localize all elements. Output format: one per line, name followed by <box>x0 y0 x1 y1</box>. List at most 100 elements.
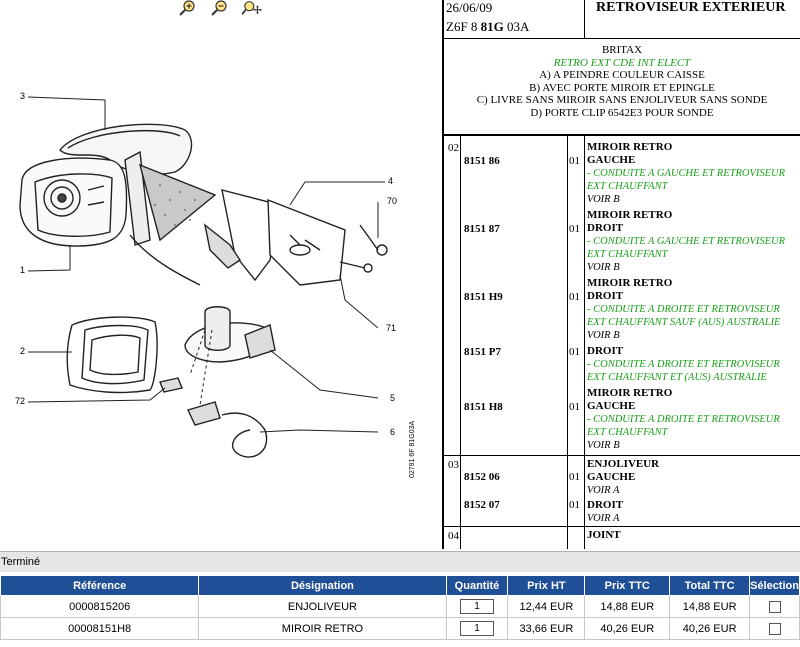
part-condition: - CONDUITE A GAUCHE ET RETROVISEUR <box>587 168 786 179</box>
part-name: JOINT <box>587 529 621 541</box>
part-side: GAUCHE <box>587 471 636 483</box>
col-header-price-ttc[interactable]: Prix TTC <box>584 575 671 596</box>
select-checkbox[interactable] <box>768 622 781 635</box>
part-see-note: VOIR B <box>587 440 620 451</box>
pan-zoom-button[interactable] <box>242 0 262 16</box>
catalog-code-prefix: Z6F 8 <box>446 19 481 34</box>
header-rule <box>444 38 800 39</box>
supplier-block: BRITAX RETRO EXT CDE INT ELECT A) A PEIN… <box>444 44 800 119</box>
part-ref[interactable]: 8151 H8 <box>464 401 503 413</box>
cell-selection <box>749 617 800 640</box>
cell-total-ttc: 14,88 EUR <box>669 595 751 618</box>
supplier-name: BRITAX <box>601 44 643 56</box>
supplier-note: A) A PEINDRE COULEUR CAISSE <box>539 69 705 81</box>
quantity-input[interactable]: 1 <box>459 621 494 636</box>
part-qty: 01 <box>569 155 580 167</box>
callout-2: 2 <box>20 346 25 356</box>
callout-1: 1 <box>20 265 25 275</box>
part-qty: 01 <box>569 499 580 511</box>
catalog-code-suffix: 03A <box>503 19 530 34</box>
callout-6: 6 <box>390 427 395 437</box>
part-qty: 01 <box>569 346 580 358</box>
part-see-note: VOIR A <box>587 485 620 496</box>
cell-quantity: 1 <box>445 595 509 618</box>
part-see-note: VOIR B <box>587 194 620 205</box>
group-rule <box>444 455 800 456</box>
supplier-note: D) PORTE CLIP 6542E3 POUR SONDE <box>530 106 714 119</box>
part-ref[interactable]: 8151 P7 <box>464 346 501 358</box>
page-title: RETROVISEUR EXTERIEUR <box>596 0 786 15</box>
part-condition: EXT CHAUFFANT <box>587 249 668 260</box>
cell-total-ttc: 40,26 EUR <box>669 617 751 640</box>
cart-header-row: Référence Désignation Quantité Prix HT P… <box>0 575 800 596</box>
part-name: MIROIR RETRO <box>587 141 673 153</box>
part-see-note: VOIR A <box>587 513 620 524</box>
callout-4: 4 <box>388 176 393 186</box>
quantity-input[interactable]: 1 <box>459 599 494 614</box>
col-header-designation[interactable]: Désignation <box>198 575 447 596</box>
cell-reference: 00008151H8 <box>0 617 200 640</box>
part-qty: 01 <box>569 401 580 413</box>
header-separator <box>584 0 585 38</box>
part-name: MIROIR RETRO <box>587 387 673 399</box>
column-rule <box>567 136 568 549</box>
cell-selection <box>749 595 800 618</box>
part-side: DROIT <box>587 222 624 234</box>
cell-price-ht: 33,66 EUR <box>507 617 586 640</box>
supplier-note: C) LIVRE SANS MIROIR SANS ENJOLIVEUR SAN… <box>476 94 768 106</box>
part-side: GAUCHE <box>587 154 636 166</box>
zoom-out-button[interactable] <box>210 0 230 16</box>
part-ref[interactable]: 8151 86 <box>464 155 500 167</box>
part-condition: - CONDUITE A DROITE ET RETROVISEUR <box>587 414 780 425</box>
cell-designation: MIROIR RETRO <box>198 617 447 640</box>
part-see-note: VOIR B <box>587 262 620 273</box>
cart-table: Référence Désignation Quantité Prix HT P… <box>0 575 800 640</box>
group-number: 02 <box>448 142 459 154</box>
zoom-toolbar <box>178 0 262 16</box>
part-ref[interactable]: 8151 87 <box>464 223 500 235</box>
part-condition: EXT CHAUFFANT SAUF (AUS) AUSTRALIE <box>587 317 781 328</box>
part-condition: - CONDUITE A DROITE ET RETROVISEUR <box>587 304 780 315</box>
col-header-total-ttc[interactable]: Total TTC <box>669 575 751 596</box>
group-rule <box>444 526 800 527</box>
parts-table-top-rule <box>444 134 800 136</box>
callout-71: 71 <box>386 323 396 333</box>
part-condition: EXT CHAUFFANT <box>587 427 668 438</box>
status-bar: Terminé <box>0 551 800 572</box>
col-header-price-ht[interactable]: Prix HT <box>507 575 586 596</box>
catalog-date: 26/06/09 <box>446 0 493 15</box>
part-see-note: VOIR B <box>587 330 620 341</box>
part-ref[interactable]: 8152 07 <box>464 499 500 511</box>
part-side: GAUCHE <box>587 400 636 412</box>
zoom-in-icon <box>179 0 195 16</box>
cell-reference: 0000815206 <box>0 595 200 618</box>
exploded-diagram-panel[interactable]: 3 1 4 70 71 5 6 2 72 02791 6F 81G03A <box>0 0 442 549</box>
col-header-quantity[interactable]: Quantité <box>445 575 509 596</box>
part-side: DROIT <box>587 499 624 511</box>
part-name: MIROIR RETRO <box>587 209 673 221</box>
part-side: DROIT <box>587 345 624 357</box>
parts-list-panel: 26/06/09 Z6F 8 81G 03A RETROVISEUR EXTER… <box>444 0 800 549</box>
part-name: MIROIR RETRO <box>587 277 673 289</box>
col-header-selection[interactable]: Sélection <box>749 575 800 596</box>
callout-70: 70 <box>387 196 397 206</box>
zoom-out-icon <box>211 0 227 16</box>
column-rule <box>584 136 585 549</box>
pan-zoom-icon <box>242 1 262 15</box>
cell-quantity: 1 <box>445 617 509 640</box>
col-header-reference[interactable]: Référence <box>0 575 200 596</box>
part-condition: - CONDUITE A GAUCHE ET RETROVISEUR <box>587 236 786 247</box>
part-ref[interactable]: 8152 06 <box>464 471 500 483</box>
status-text: Terminé <box>1 556 41 568</box>
callout-72: 72 <box>15 396 25 406</box>
zoom-in-button[interactable] <box>178 0 198 16</box>
part-ref[interactable]: 8151 H9 <box>464 291 503 303</box>
diagram-reference-code: 02791 6F 81G03A <box>409 420 416 478</box>
cart-row: 0000815206 ENJOLIVEUR 1 12,44 EUR 14,88 … <box>0 595 800 618</box>
supplier-subtitle: RETRO EXT CDE INT ELECT <box>553 56 691 69</box>
catalog-code-bold: 81G <box>480 19 504 34</box>
select-checkbox[interactable] <box>768 600 781 613</box>
part-side: DROIT <box>587 290 624 302</box>
column-rule <box>460 136 461 549</box>
catalog-code: Z6F 8 81G 03A <box>446 19 529 35</box>
